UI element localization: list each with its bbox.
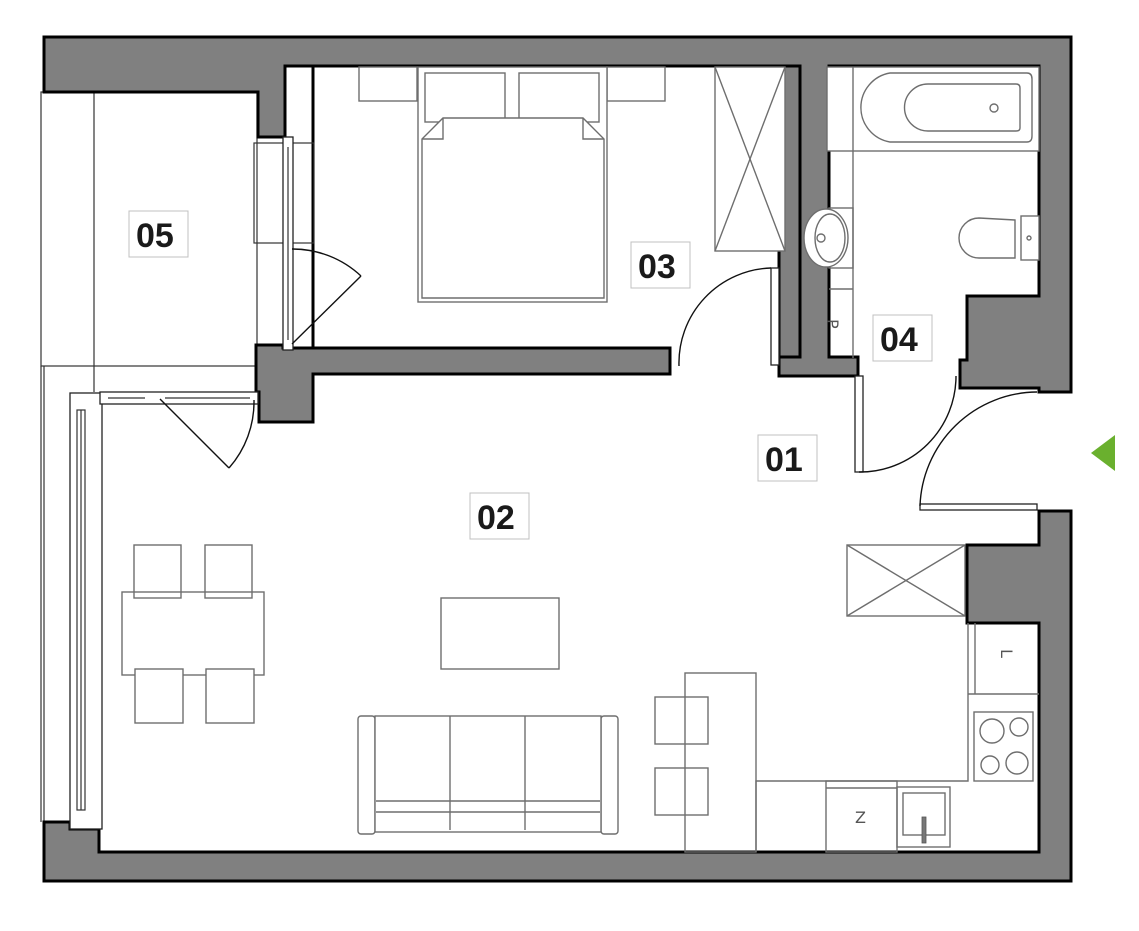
svg-text:01: 01: [765, 441, 803, 479]
pillow-right: [518, 72, 600, 123]
room-label-03: 03: [630, 241, 691, 289]
dining-table: [121, 591, 265, 676]
bathtub: [826, 66, 1040, 152]
coffee-table: [440, 597, 560, 670]
svg-text:02: 02: [477, 499, 515, 537]
room-label-05: 05: [128, 210, 189, 258]
washing-machine-mark: P: [823, 319, 842, 329]
chair: [133, 544, 182, 599]
washbasin: [803, 208, 849, 268]
living-room-window-wall: [69, 391, 259, 830]
hall-wardrobe: [846, 544, 966, 617]
bedroom-furniture: [358, 66, 786, 303]
sofa: [357, 715, 619, 835]
chair: [204, 544, 253, 599]
entrance-arrow-icon: [1091, 435, 1115, 471]
room-label-04: 04: [872, 314, 933, 362]
balcony-door-living: [159, 398, 255, 469]
bathroom-fixtures: P: [803, 66, 1040, 358]
duvet: [421, 117, 605, 299]
chair: [134, 668, 184, 724]
room-label-02: 02: [469, 492, 530, 540]
bedroom-door: [678, 267, 780, 367]
cooktop: [973, 711, 1034, 782]
toilet-tank: [1020, 215, 1040, 261]
entrance-door: [919, 391, 1038, 511]
kitchen-counter: Z L: [755, 623, 1039, 853]
sink: [896, 786, 951, 848]
fridge-mark: L: [997, 649, 1016, 658]
dishwasher-mark: Z: [855, 808, 866, 827]
bar-stool: [654, 767, 709, 816]
bar-counter: [654, 672, 757, 853]
toilet-bowl: [958, 217, 1016, 259]
nightstand-right: [606, 66, 666, 102]
bedroom-balcony-door: [291, 248, 362, 345]
bar-stool: [654, 696, 709, 745]
svg-text:04: 04: [880, 321, 918, 359]
chair: [205, 668, 255, 724]
bedroom-window: [253, 136, 315, 351]
bathroom-door: [854, 375, 957, 473]
svg-text:03: 03: [638, 248, 676, 286]
pillow-left: [424, 72, 506, 123]
svg-text:05: 05: [136, 217, 174, 255]
dining-set: [121, 544, 265, 724]
room-label-01: 01: [757, 434, 818, 482]
nightstand-left: [358, 66, 418, 102]
